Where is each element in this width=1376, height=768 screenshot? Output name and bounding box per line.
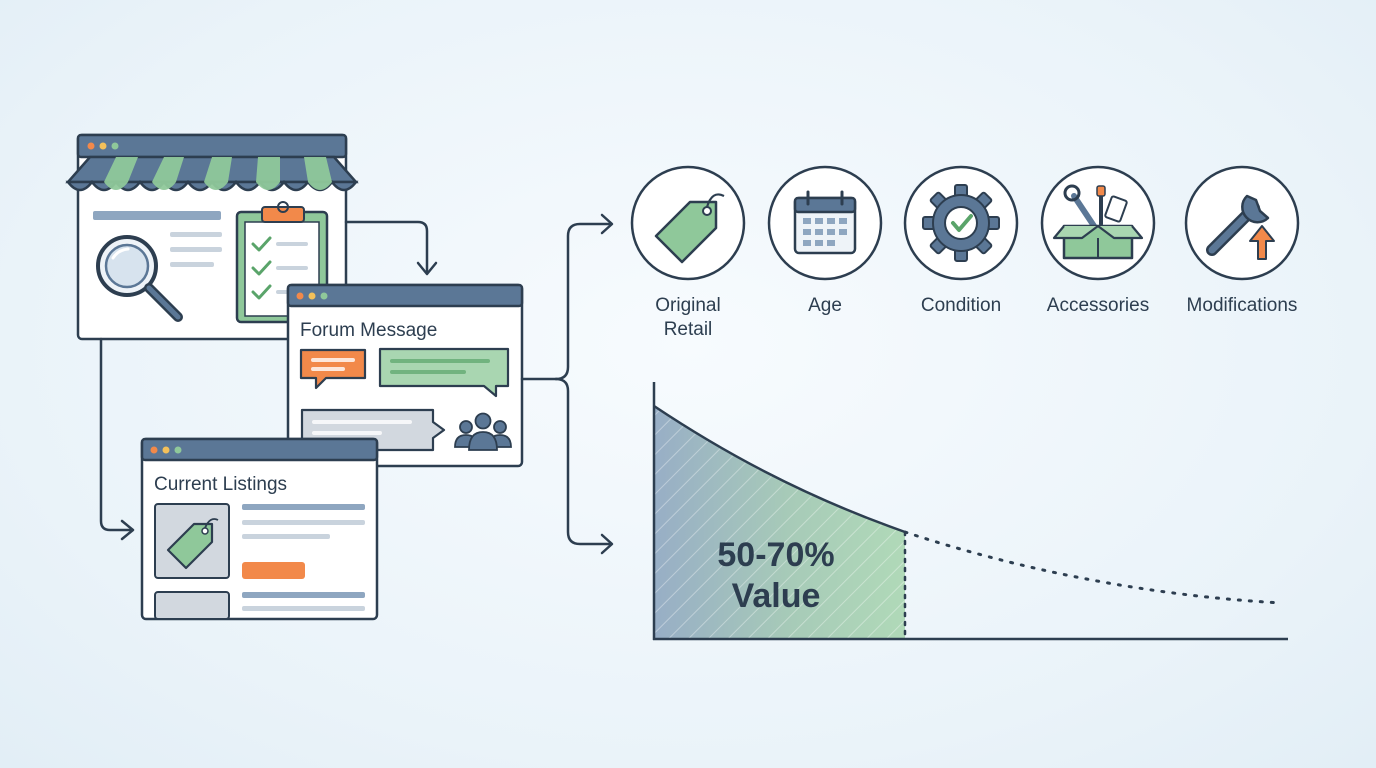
- gear-check-icon: [922, 184, 1000, 262]
- price-tag-icon: [166, 518, 219, 570]
- factor-label-line1: Original: [655, 295, 720, 316]
- value-label: Value: [732, 577, 821, 615]
- green-chat-bubble-icon: [378, 347, 510, 398]
- current-listings-window: Current Listings: [140, 437, 379, 621]
- awning-icon: [65, 155, 359, 192]
- value-percentage-label: 50-70%: [717, 536, 834, 574]
- factor-label-line1: Accessories: [1047, 295, 1149, 316]
- magnifier-icon: [96, 235, 183, 322]
- factor-label-line2: Retail: [664, 319, 713, 340]
- factor-label-line1: Modifications: [1187, 295, 1298, 316]
- forum-window-title: Forum Message: [300, 320, 437, 341]
- user-group-icon: [454, 412, 512, 451]
- listing-item: [154, 503, 365, 579]
- connector-store-to-listings: [99, 337, 135, 541]
- connector-to-factors-and-value: [520, 213, 614, 555]
- factor-original-retail: Original Retail: [630, 165, 746, 340]
- orange-chat-bubble-icon: [299, 348, 367, 390]
- factor-label-line1: Age: [808, 295, 842, 316]
- factor-age: Age: [767, 165, 883, 316]
- forum-message-window: Forum Message: [286, 283, 524, 468]
- connector-store-to-forum: [344, 220, 438, 276]
- window-controls: [296, 292, 328, 300]
- listing-item: [154, 591, 365, 620]
- factor-condition: Condition: [903, 165, 1019, 316]
- listings-window-title: Current Listings: [154, 474, 287, 495]
- price-tag-icon: [654, 193, 725, 264]
- toolbox-icon: [1052, 184, 1144, 260]
- depreciation-curve: 50-70% Value: [652, 382, 1288, 641]
- value-factors: Original Retail Age: [630, 165, 1300, 340]
- wrench-upgrade-icon: [1206, 194, 1275, 260]
- window-controls: [150, 446, 182, 454]
- window-controls: [87, 142, 119, 150]
- listing-price-button: [242, 562, 305, 579]
- curve-projection: [903, 530, 1284, 605]
- calendar-icon: [793, 190, 857, 255]
- retained-value-hatch: [654, 406, 905, 639]
- curve-line: [653, 404, 906, 534]
- factor-accessories: Accessories: [1040, 165, 1156, 316]
- factor-label-line1: Condition: [921, 295, 1001, 316]
- factor-modifications: Modifications: [1184, 165, 1300, 316]
